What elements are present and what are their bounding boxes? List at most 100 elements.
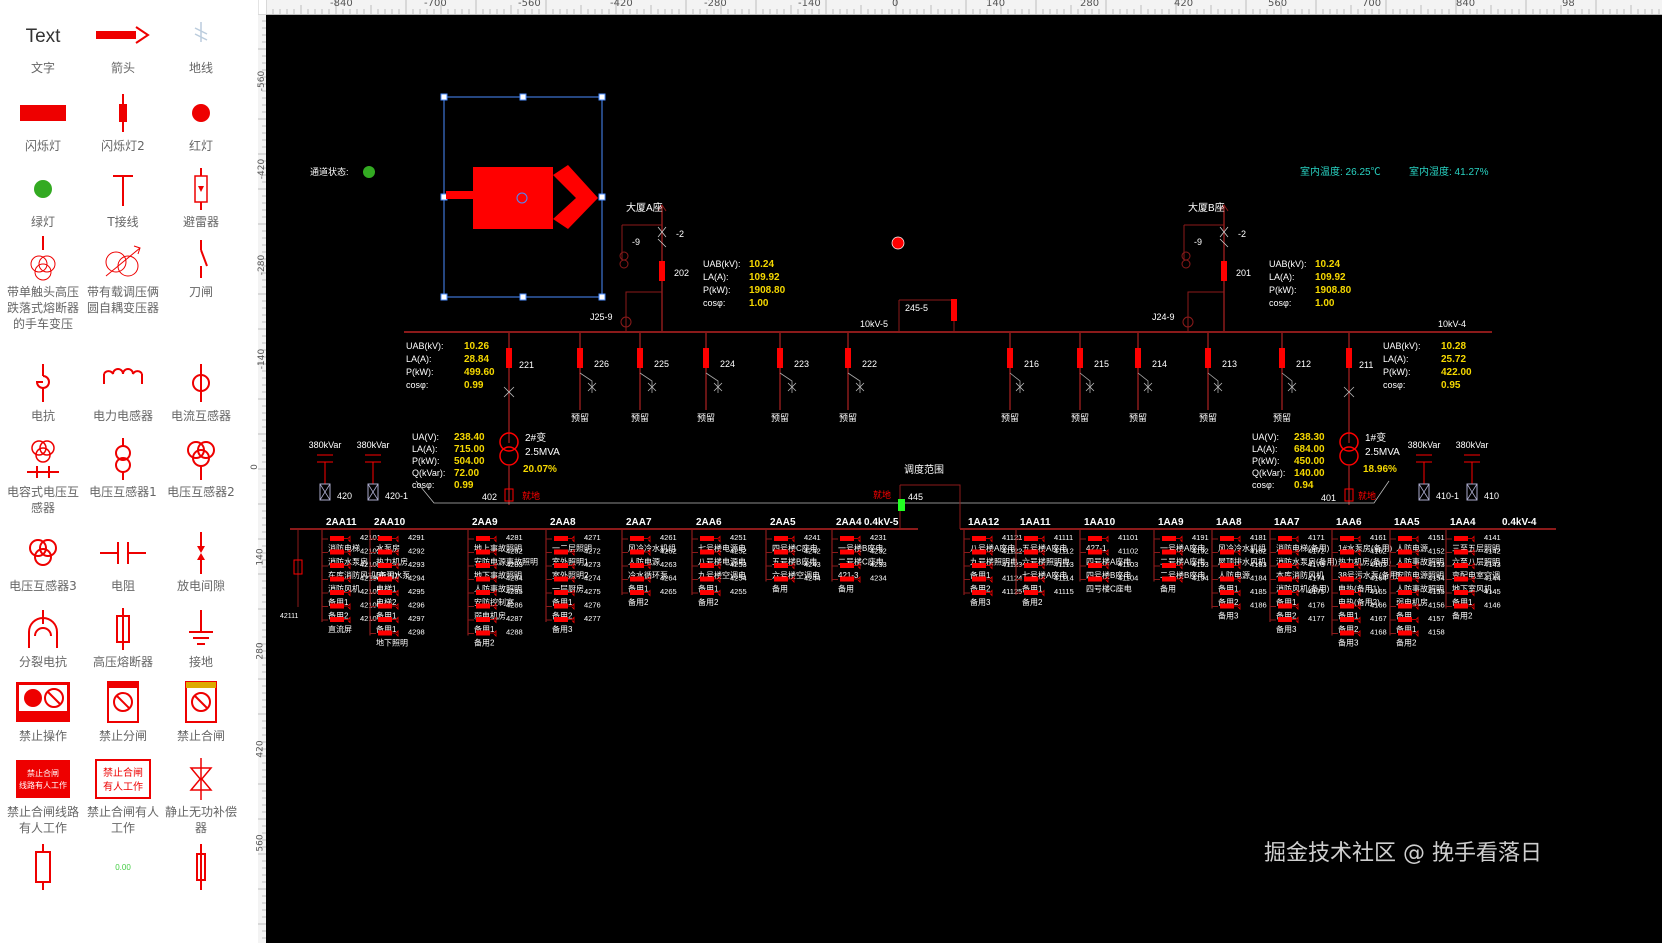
feeder-breaker[interactable] xyxy=(700,563,714,568)
palette-item-voltage-transformer1[interactable]: 电压互感器1 xyxy=(82,436,164,500)
feeder-breaker[interactable] xyxy=(1340,549,1354,555)
feeder-breaker[interactable] xyxy=(1278,603,1292,609)
palette-item-reactor[interactable]: 电抗 xyxy=(2,360,84,424)
palette-item-no-operation-sign[interactable]: 禁止操作 xyxy=(2,680,84,744)
transformer-feeder-breaker[interactable] xyxy=(1346,348,1352,368)
capacitor-switch[interactable] xyxy=(319,483,331,501)
feeder-breaker[interactable] xyxy=(1278,590,1292,595)
resize-handle[interactable] xyxy=(519,93,527,101)
feeder-breaker[interactable] xyxy=(840,576,854,582)
feeder-breaker[interactable] xyxy=(554,576,568,582)
feeder-breaker[interactable] xyxy=(972,563,986,568)
feeder-breaker[interactable] xyxy=(700,549,714,555)
feeder-breaker[interactable] xyxy=(1398,630,1412,636)
feeder-breaker[interactable] xyxy=(330,617,344,622)
reserved-feeder-breaker[interactable] xyxy=(637,348,643,368)
feeder-breaker[interactable] xyxy=(1162,549,1176,555)
feeder-breaker[interactable] xyxy=(554,563,568,568)
palette-item-green-lamp[interactable]: 绿灯 xyxy=(2,166,84,230)
resize-handle[interactable] xyxy=(598,193,606,201)
palette-item-no-open-sign[interactable]: 禁止分闸 xyxy=(82,680,164,744)
feeder-breaker[interactable] xyxy=(700,590,714,595)
feeder-breaker[interactable] xyxy=(972,549,986,555)
center-handle[interactable] xyxy=(516,192,528,204)
reserved-feeder-breaker[interactable] xyxy=(703,348,709,368)
palette-item-meter[interactable]: 0.00 xyxy=(82,844,164,892)
palette-item-arrester[interactable]: 避雷器 xyxy=(160,166,242,230)
feeder-breaker[interactable] xyxy=(378,563,392,568)
feeder-breaker[interactable] xyxy=(972,590,986,595)
feeder-breaker[interactable] xyxy=(1340,617,1354,622)
feeder-breaker[interactable] xyxy=(476,576,490,582)
feeder-breaker[interactable] xyxy=(1024,536,1038,541)
feeder-breaker[interactable] xyxy=(554,617,568,622)
feeder-breaker[interactable] xyxy=(1220,563,1234,568)
feeder-breaker[interactable] xyxy=(1398,590,1412,595)
feeder-breaker[interactable] xyxy=(1340,563,1354,568)
feeder-breaker[interactable] xyxy=(476,630,490,636)
feeder-breaker[interactable] xyxy=(1024,549,1038,555)
feeder-breaker[interactable] xyxy=(1454,603,1468,609)
feeder-breaker[interactable] xyxy=(1454,590,1468,595)
feeder-breaker[interactable] xyxy=(1398,617,1412,622)
feeder-breaker[interactable] xyxy=(840,563,854,568)
selected-arrow-element[interactable] xyxy=(440,93,606,301)
feeder-breaker[interactable] xyxy=(630,536,644,541)
transformer-feeder-breaker[interactable] xyxy=(506,348,512,368)
feeder-breaker[interactable] xyxy=(1340,630,1354,636)
feeder-breaker[interactable] xyxy=(330,536,344,541)
palette-item-voltage-transformer3[interactable]: 电压互感器3 xyxy=(2,530,84,594)
feeder-breaker[interactable] xyxy=(972,536,986,541)
feeder-breaker[interactable] xyxy=(1398,603,1412,609)
palette-item-onload-tap-transformer[interactable]: 带有载调压俩圆自耦变压器 xyxy=(82,236,164,316)
feeder-breaker[interactable] xyxy=(476,590,490,595)
feeder-breaker[interactable] xyxy=(476,549,490,555)
feeder-breaker[interactable] xyxy=(700,576,714,582)
palette-item-flash-lamp[interactable]: 闪烁灯 xyxy=(2,90,84,154)
palette-item-no-close-sign[interactable]: 禁止合闸 xyxy=(160,680,242,744)
incoming-breaker[interactable] xyxy=(1221,261,1227,281)
feeder-breaker[interactable] xyxy=(774,563,788,568)
feeder-breaker[interactable] xyxy=(1278,576,1292,582)
palette-item-fuse-transformer[interactable]: 带单触头高压跌落式熔断器的手车变压 xyxy=(2,236,84,332)
feeder-breaker[interactable] xyxy=(476,603,490,609)
feeder-breaker[interactable] xyxy=(1088,536,1102,541)
palette-item-breaker[interactable] xyxy=(2,844,84,892)
feeder-breaker[interactable] xyxy=(378,603,392,609)
feeder-breaker[interactable] xyxy=(972,576,986,582)
main-breaker-401[interactable] xyxy=(1344,488,1354,502)
feeder-breaker[interactable] xyxy=(700,536,714,541)
reserved-feeder-breaker[interactable] xyxy=(1135,348,1141,368)
reserved-feeder-breaker[interactable] xyxy=(1279,348,1285,368)
feeder-breaker[interactable] xyxy=(378,617,392,622)
feeder-breaker[interactable] xyxy=(1398,536,1412,541)
feeder-breaker[interactable] xyxy=(630,563,644,568)
feeder-breaker[interactable] xyxy=(554,536,568,541)
palette-item-resistor[interactable]: 电阻 xyxy=(82,530,164,594)
feeder-breaker[interactable] xyxy=(1454,563,1468,568)
feeder-breaker[interactable] xyxy=(1278,617,1292,622)
feeder-breaker[interactable] xyxy=(1220,576,1234,582)
feeder-breaker[interactable] xyxy=(1454,576,1468,582)
feeder-breaker[interactable] xyxy=(378,536,392,541)
feeder-breaker[interactable] xyxy=(378,549,392,555)
feeder-breaker[interactable] xyxy=(774,576,788,582)
feeder-breaker[interactable] xyxy=(774,549,788,555)
palette-item-power-inductor[interactable]: 电力电感器 xyxy=(82,360,164,424)
reserved-feeder-breaker[interactable] xyxy=(777,348,783,368)
feeder-breaker[interactable] xyxy=(554,549,568,555)
resize-handle[interactable] xyxy=(440,93,448,101)
feeder-breaker[interactable] xyxy=(1162,576,1176,582)
feeder-breaker[interactable] xyxy=(476,536,490,541)
main-breaker-402[interactable] xyxy=(504,488,514,502)
feeder-breaker[interactable] xyxy=(630,590,644,595)
feeder-breaker[interactable] xyxy=(1340,590,1354,595)
feeder-breaker[interactable] xyxy=(1278,563,1292,568)
reserved-feeder-breaker[interactable] xyxy=(1205,348,1211,368)
feeder-breaker[interactable] xyxy=(1088,563,1102,568)
feeder-breaker[interactable] xyxy=(1220,603,1234,609)
resize-handle[interactable] xyxy=(519,293,527,301)
feeder-breaker[interactable] xyxy=(774,536,788,541)
resize-handle[interactable] xyxy=(440,293,448,301)
